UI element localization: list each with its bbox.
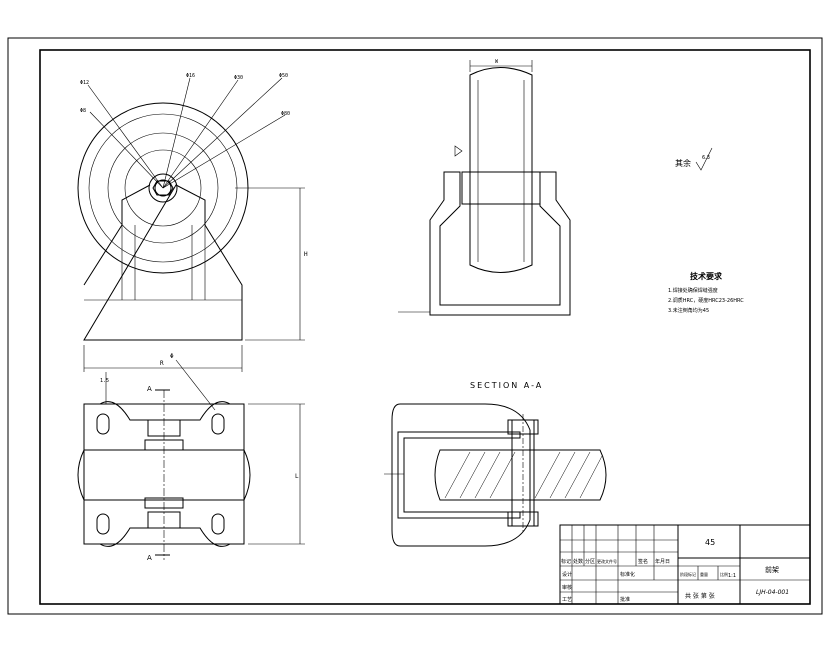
tb-stage: 阶段标记: [680, 571, 696, 577]
label-dim-height: H: [304, 251, 308, 258]
label-dim-phi12: Φ12: [80, 80, 89, 86]
tb-name: 前架: [765, 565, 779, 574]
tb-role-craft: 工艺: [562, 597, 572, 603]
inner-border: [39, 49, 811, 605]
section-marker-bottom: A: [147, 554, 152, 562]
label-dim-phi50: Φ50: [279, 73, 288, 79]
tb-row-label-1: 标记: [561, 558, 571, 565]
tb-weight: 重量: [700, 571, 708, 577]
outer-border: [7, 37, 823, 615]
section-view: [384, 403, 607, 547]
tech-title: 技术要求: [690, 271, 723, 281]
label-dim-phi80: Φ80: [281, 111, 290, 117]
tb-row-label-5: 签名: [638, 558, 648, 565]
label-dim-plan-height: L: [295, 473, 299, 480]
tb-scale: 1:1: [728, 573, 736, 579]
tb-drawing-no: LJH-04-001: [756, 589, 789, 596]
tb-std: 标准化: [620, 571, 635, 578]
label-dim-width: R: [160, 360, 164, 367]
label-angle: 1.5: [100, 378, 109, 384]
tb-row-label-2: 处数: [573, 558, 583, 565]
tb-scale-label: 比例: [720, 571, 728, 577]
tech-req-2: 2.调质HRC，硬度HRC23-26HRC: [668, 297, 744, 304]
tb-role-review: 审核: [562, 584, 572, 591]
tb-row-label-6: 年月日: [655, 558, 670, 565]
tb-row-label-3: 分区: [585, 558, 595, 565]
tb-role-approve: 批准: [620, 596, 630, 603]
tb-role-design: 设计: [562, 571, 572, 578]
section-marker-top: A: [147, 385, 152, 393]
label-dim-phi8: Φ8: [80, 108, 86, 114]
label-dim-side-width: W: [495, 59, 499, 65]
tb-sheet: 共 张 第 张: [685, 592, 715, 600]
surface-finish-icon: [695, 147, 713, 171]
tb-material: 45: [705, 538, 715, 547]
side-view: [398, 60, 571, 316]
label-dim-phi16: Φ16: [186, 73, 195, 79]
section-title: SECTION A-A: [470, 381, 543, 390]
plan-view: [77, 359, 305, 560]
tb-row-label-4: 更改文件号: [597, 558, 617, 564]
label-slot: Φ: [170, 353, 174, 360]
tech-req-3: 3.未注倒角均为45: [668, 307, 709, 314]
front-view: [77, 77, 305, 372]
title-block: [559, 524, 811, 605]
surface-finish-label: 其余: [675, 158, 691, 168]
tech-req-1: 1.焊接处确保焊缝强度: [668, 287, 718, 294]
surface-finish-value: 6.3: [702, 155, 710, 161]
label-dim-phi30: Φ30: [234, 75, 243, 81]
